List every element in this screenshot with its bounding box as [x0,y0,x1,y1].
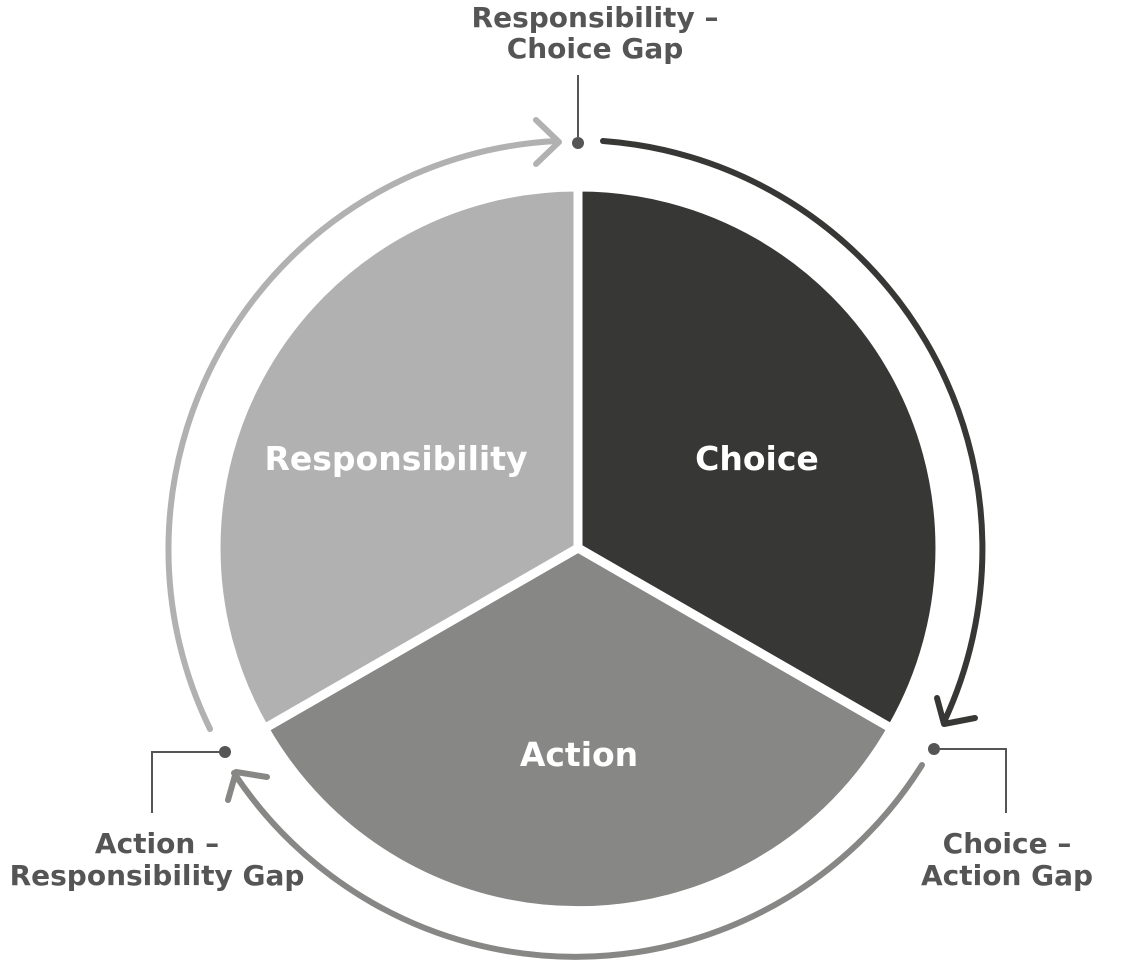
cycle-arrow-choice [600,138,986,725]
gap-label-top-line1: Responsibility – [472,1,719,34]
segment-responsibility [211,182,583,733]
gap-label-right-line2: Action Gap [921,859,1093,892]
arrowhead-action [225,769,270,803]
gap-label-right-line1: Choice – [943,827,1072,860]
arrowhead-responsibility [533,117,562,167]
arrowhead-choice [934,695,978,727]
gap-marker-right [928,743,1007,813]
segment-label-action: Action [520,735,638,774]
segment-label-responsibility: Responsibility [264,439,527,478]
gap-label-top-line2: Choice Gap [507,32,684,65]
gap-label-left-line1: Action – [95,827,219,860]
gap-marker-top [572,75,584,149]
gap-marker-left [151,746,231,813]
segment-label-choice: Choice [695,439,819,478]
segment-choice [573,182,945,733]
gap-label-left-line2: Responsibility Gap [10,859,305,892]
cycle-arrow-responsibility [165,138,559,732]
cycle-arrow-action [231,762,925,960]
